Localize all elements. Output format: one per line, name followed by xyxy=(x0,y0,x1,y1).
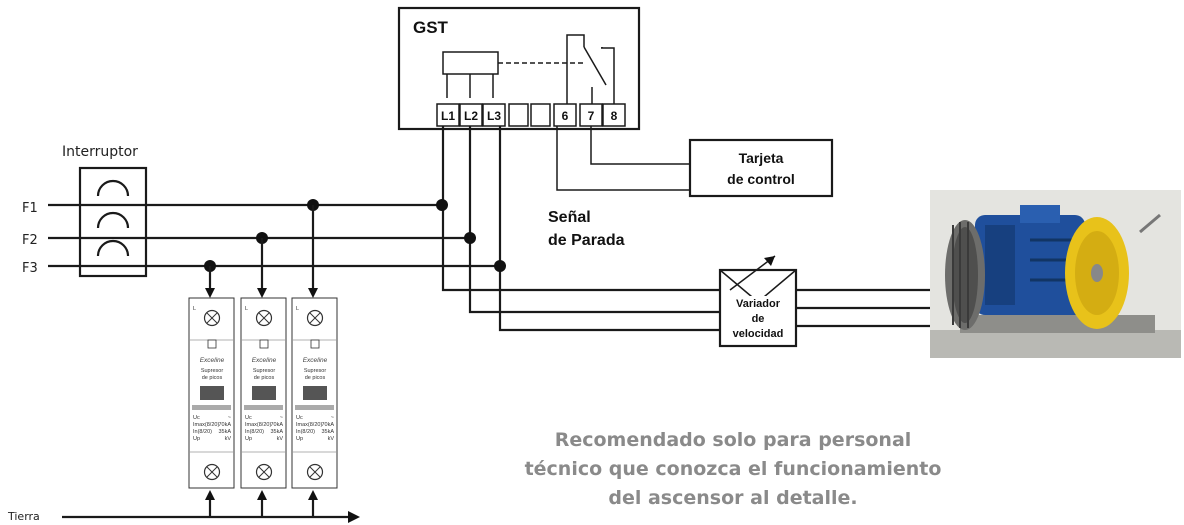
control-card-line1: Tarjeta xyxy=(739,150,784,166)
surge-suppressor-3: L Exceline Supresor de picos Uc ~ Imax(8… xyxy=(291,297,338,489)
svg-text:Up: Up xyxy=(245,436,252,442)
gst-box: GST L1 L2 L3 6 7 8 xyxy=(397,6,641,131)
relay-common-wire xyxy=(566,34,585,104)
gst-label: GST xyxy=(413,18,449,37)
svg-text:35kA: 35kA xyxy=(321,429,334,435)
phase-f2-label: F2 xyxy=(22,233,38,248)
svg-text:Imax(8/20): Imax(8/20) xyxy=(245,422,271,428)
surge2-terminal-mark: L xyxy=(245,306,248,312)
svg-text:In(8/20): In(8/20) xyxy=(193,429,212,435)
svg-text:35kA: 35kA xyxy=(218,429,231,435)
drive-line1: Variador xyxy=(736,298,781,310)
svg-text:kV: kV xyxy=(225,436,232,442)
surge2-name1: Supresor xyxy=(253,368,275,374)
control-card-line2: de control xyxy=(727,171,795,187)
terminal-6: 6 xyxy=(562,109,569,123)
drive-line2: de xyxy=(752,313,765,325)
ground-label: Tierra xyxy=(7,510,40,523)
svg-text:70kA: 70kA xyxy=(270,422,283,428)
svg-text:Imax(8/20): Imax(8/20) xyxy=(296,422,322,428)
terminal-7: 7 xyxy=(588,109,595,123)
svg-text:35kA: 35kA xyxy=(270,429,283,435)
relay-contact-arm xyxy=(583,46,607,86)
svg-text:Up: Up xyxy=(296,436,303,442)
phase-f1-label: F1 xyxy=(22,201,38,216)
surge2-name2: de picos xyxy=(254,375,275,381)
svg-text:kV: kV xyxy=(277,436,284,442)
svg-text:In(8/20): In(8/20) xyxy=(296,429,315,435)
surge3-terminal-mark: L xyxy=(296,306,299,312)
motor-image xyxy=(930,190,1181,358)
svg-text:70kA: 70kA xyxy=(218,422,231,428)
svg-text:~: ~ xyxy=(228,415,231,421)
surge2-brand: Exceline xyxy=(252,357,277,364)
note-line3: del ascensor al detalle. xyxy=(608,487,857,509)
wire-terminal-6 xyxy=(556,126,690,191)
gst-frame xyxy=(397,6,641,131)
surge-suppressor-2: L Exceline Supresor de picos Uc ~ Imax(8… xyxy=(240,297,287,489)
terminal-block: L1 L2 L3 6 7 8 xyxy=(436,103,626,127)
svg-text:Up: Up xyxy=(193,436,200,442)
note-line1: Recomendado solo para personal xyxy=(555,429,912,451)
drive-line3: velocidad xyxy=(733,328,784,340)
svg-text:~: ~ xyxy=(280,415,283,421)
surge1-terminal-mark: L xyxy=(193,306,196,312)
phase-f3-label: F3 xyxy=(22,261,38,276)
svg-text:Uc: Uc xyxy=(296,415,303,421)
surge3-name2: de picos xyxy=(305,375,326,381)
svg-text:In(8/20): In(8/20) xyxy=(245,429,264,435)
surge1-name1: Supresor xyxy=(201,368,223,374)
terminal-l3: L3 xyxy=(487,109,501,123)
stop-signal-line1: Señal xyxy=(548,209,591,226)
stop-signal-line2: de Parada xyxy=(548,232,625,249)
surge1-name2: de picos xyxy=(202,375,223,381)
switch-label: Interruptor xyxy=(62,144,138,160)
control-card-box xyxy=(688,138,834,198)
feeder-l2 xyxy=(468,126,720,314)
svg-text:~: ~ xyxy=(331,415,334,421)
svg-text:Uc: Uc xyxy=(245,415,252,421)
wire-terminal-7 xyxy=(590,126,690,165)
svg-text:70kA: 70kA xyxy=(321,422,334,428)
switch-box xyxy=(78,166,148,278)
note-line2: técnico que conozca el funcionamiento xyxy=(525,458,942,480)
terminal-l1: L1 xyxy=(441,109,455,123)
svg-text:kV: kV xyxy=(328,436,335,442)
svg-text:Uc: Uc xyxy=(193,415,200,421)
surge1-brand: Exceline xyxy=(200,357,225,364)
terminal-l2: L2 xyxy=(464,109,478,123)
feeder-l3 xyxy=(498,126,720,332)
feeder-l1 xyxy=(441,126,720,292)
relay-coil xyxy=(442,51,499,75)
surge-suppressor-1: L Exceline Supresor de picos Uc ~ Imax(8… xyxy=(188,297,235,489)
terminal-8: 8 xyxy=(611,109,618,123)
surge3-name1: Supresor xyxy=(304,368,326,374)
surge3-brand: Exceline xyxy=(303,357,328,364)
svg-text:Imax(8/20): Imax(8/20) xyxy=(193,422,219,428)
